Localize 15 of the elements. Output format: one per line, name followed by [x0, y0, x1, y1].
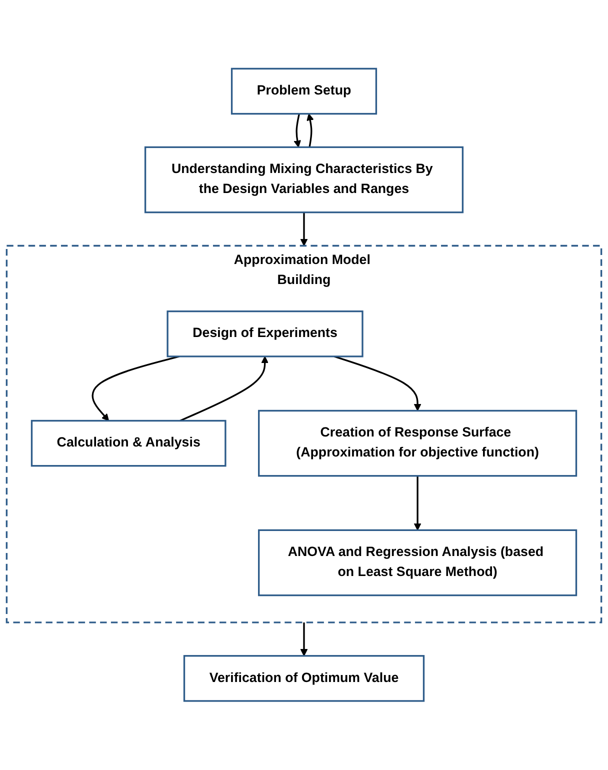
arrow	[294, 114, 301, 148]
arrow	[300, 622, 308, 656]
arrow	[306, 114, 314, 148]
node-box: Creation of Response Surface (Approximation for objective function)	[258, 410, 578, 477]
arrow	[92, 356, 180, 422]
arrow	[414, 476, 422, 531]
arrow	[334, 356, 422, 412]
node-box: ANOVA and Regression Analysis (based on Least Square Method)	[258, 530, 578, 596]
arrow	[180, 356, 269, 422]
node-box: Calculation & Analysis	[30, 420, 226, 467]
node-box: Understanding Mixing Characteristics By the Design Variables and Ranges	[144, 146, 464, 214]
node-box: Verification of Optimum Value	[183, 655, 425, 702]
node-box: Design of Experiments	[166, 310, 364, 358]
arrow	[300, 212, 308, 246]
node-box: Problem Setup	[230, 68, 378, 115]
